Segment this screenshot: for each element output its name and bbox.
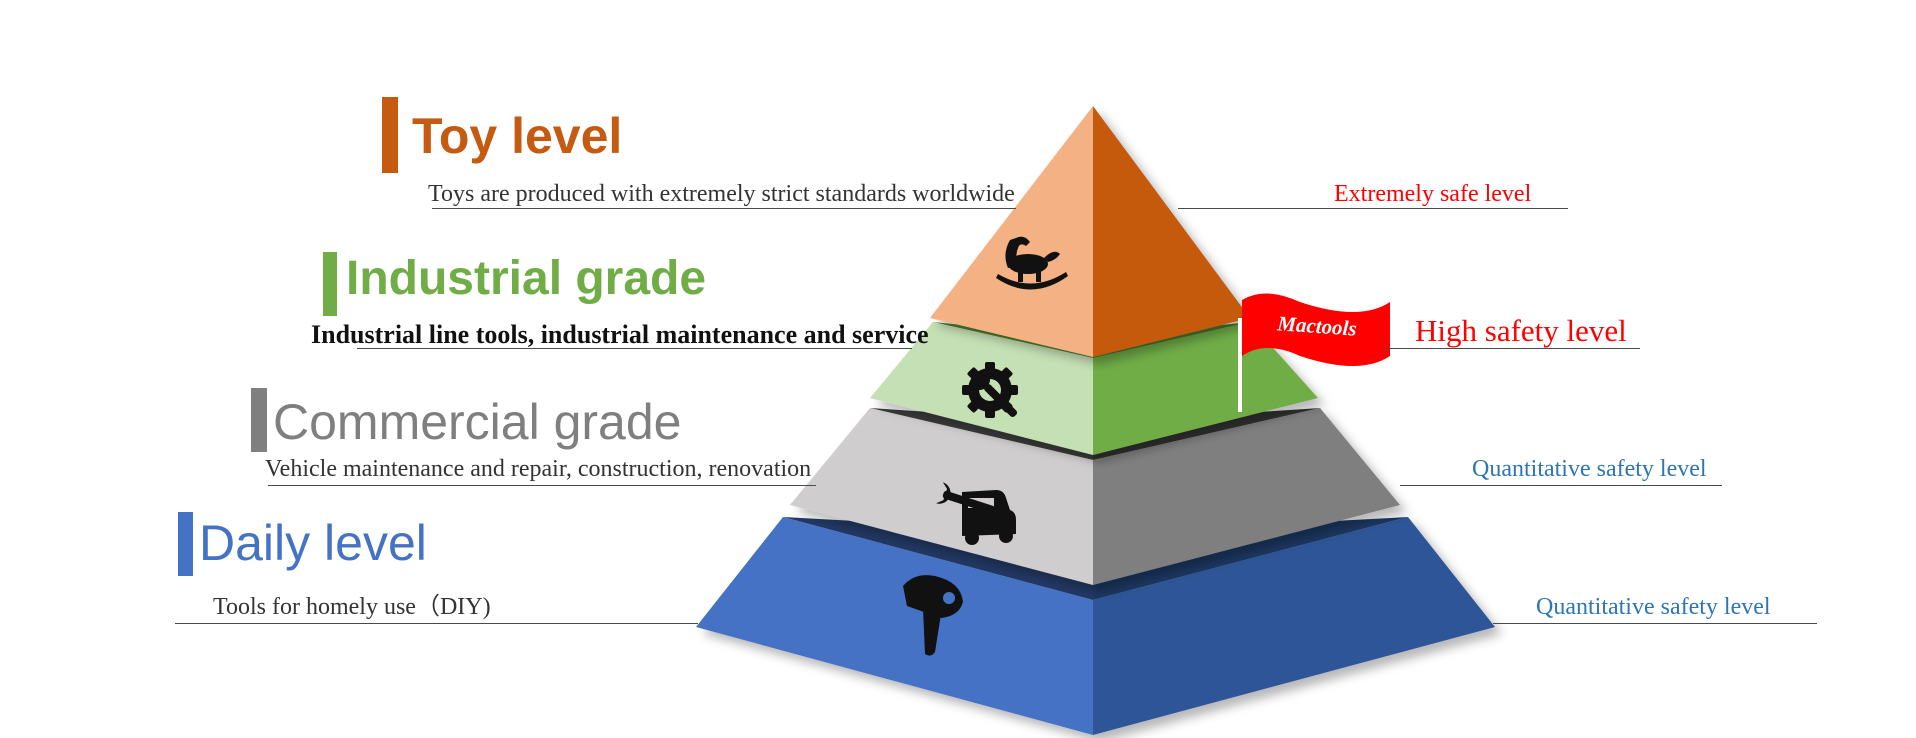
toy-level-accent-bar bbox=[382, 97, 398, 173]
toy-level-safety: Extremely safe level bbox=[1334, 181, 1532, 207]
brand-flag bbox=[1238, 293, 1390, 412]
daily-level-safety: Quantitative safety level bbox=[1536, 594, 1771, 620]
tier-toy bbox=[930, 106, 1250, 357]
daily-level-title: Daily level bbox=[199, 515, 427, 571]
toy-level-title: Toy level bbox=[412, 108, 623, 164]
commercial-grade-right-rule bbox=[1400, 485, 1722, 486]
commercial-grade-description: Vehicle maintenance and repair, construc… bbox=[265, 456, 812, 482]
car-repair-icon bbox=[936, 482, 1016, 545]
daily-level-right-rule bbox=[1493, 623, 1817, 624]
daily-level-left-rule bbox=[175, 623, 698, 624]
commercial-grade-left-rule bbox=[268, 485, 816, 486]
daily-level-accent-bar bbox=[178, 512, 193, 576]
industrial-grade-description: Industrial line tools, industrial mainte… bbox=[311, 320, 929, 349]
toy-level-left-rule bbox=[432, 208, 1016, 209]
commercial-grade-safety: Quantitative safety level bbox=[1472, 456, 1707, 482]
toy-level-description: Toys are produced with extremely strict … bbox=[428, 181, 1015, 207]
industrial-grade-left-rule bbox=[357, 348, 912, 349]
commercial-grade-title: Commercial grade bbox=[273, 394, 682, 450]
hair-dryer-icon bbox=[903, 575, 963, 656]
industrial-grade-title: Industrial grade bbox=[346, 252, 707, 305]
industrial-grade-right-rule bbox=[1385, 348, 1640, 349]
gear-wrench-icon bbox=[962, 362, 1018, 418]
commercial-grade-accent-bar bbox=[251, 388, 267, 452]
toy-level-right-rule bbox=[1178, 208, 1568, 209]
rocking-horse-icon bbox=[996, 236, 1068, 290]
daily-level-description: Tools for homely use（DIY) bbox=[213, 594, 491, 620]
industrial-grade-accent-bar bbox=[323, 252, 337, 316]
industrial-grade-safety: High safety level bbox=[1415, 313, 1627, 348]
